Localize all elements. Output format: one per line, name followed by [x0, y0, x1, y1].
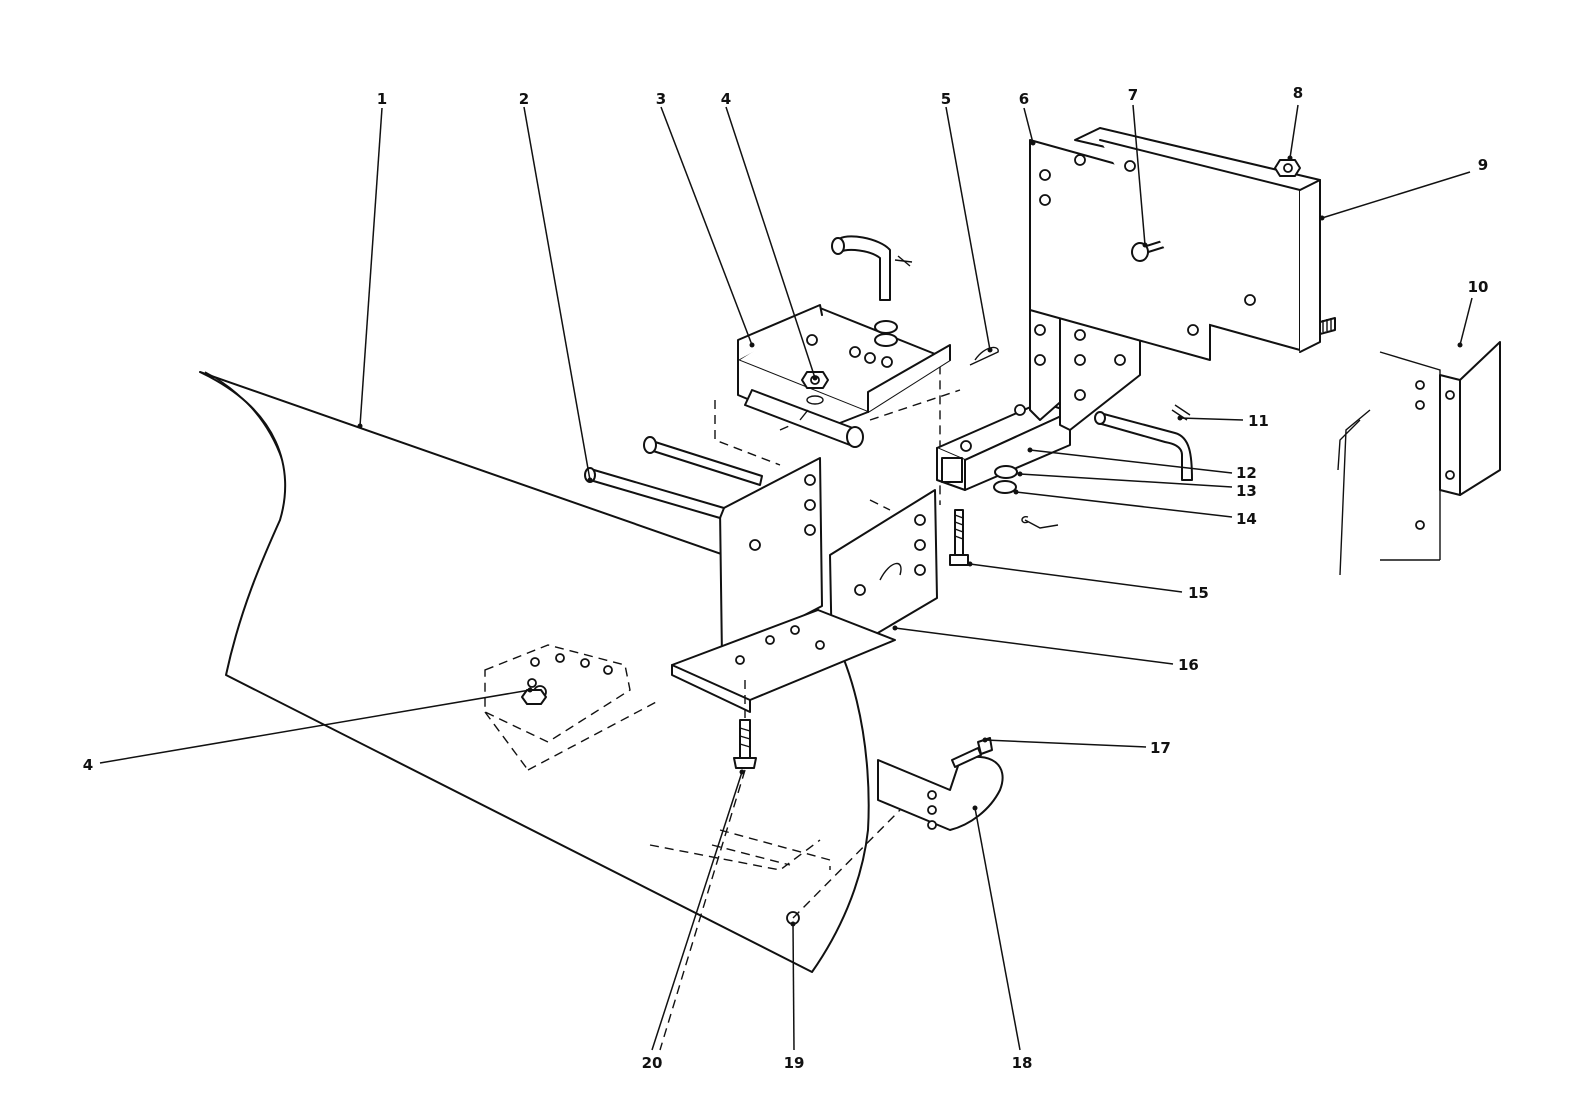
- hardware: [521, 346, 1193, 1051]
- callout-16: 16: [1178, 656, 1199, 674]
- saddle-bracket: [737, 235, 951, 448]
- callout-9: 9: [1478, 156, 1488, 174]
- callout-17: 17: [1150, 739, 1171, 757]
- mount-bracket: [1074, 127, 1336, 353]
- leader-lines: [99, 104, 1473, 1051]
- side-plates: [1337, 341, 1501, 576]
- callout-13: 13: [1236, 482, 1257, 500]
- callout-7: 7: [1128, 86, 1138, 104]
- callout-6: 6: [1019, 90, 1029, 108]
- callout-4-top: 4: [721, 90, 731, 108]
- callout-4-left: 4: [83, 756, 93, 774]
- callout-8: 8: [1293, 84, 1303, 102]
- pivot-plate: [671, 358, 961, 713]
- callout-19: 19: [784, 1054, 805, 1072]
- callout-15: 15: [1188, 584, 1209, 602]
- clevis-pin: [584, 436, 763, 519]
- callout-2: 2: [519, 90, 529, 108]
- callout-labels: 1 2 3 4 4 5 6 7 8 9 10 11 12 13 14 15 16…: [83, 84, 1489, 1072]
- callout-1: 1: [377, 90, 387, 108]
- callout-5: 5: [941, 90, 951, 108]
- callout-14: 14: [1236, 510, 1257, 528]
- plow-blade: [199, 371, 901, 973]
- callout-12: 12: [1236, 464, 1257, 482]
- callout-11: 11: [1248, 412, 1269, 430]
- callout-3: 3: [656, 90, 666, 108]
- callout-20: 20: [642, 1054, 663, 1072]
- callout-18: 18: [1012, 1054, 1033, 1072]
- callout-10: 10: [1468, 278, 1489, 296]
